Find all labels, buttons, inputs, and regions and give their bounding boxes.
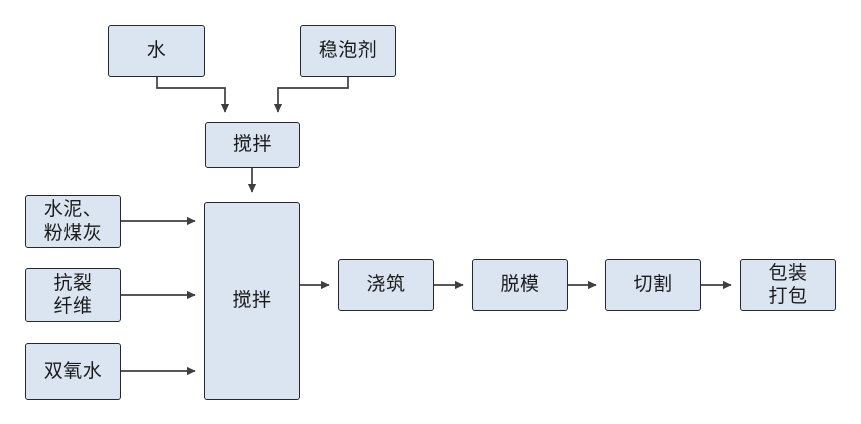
node-cutting[interactable]: 切割 — [605, 259, 701, 311]
node-mixing-first[interactable]: 搅拌 — [205, 122, 300, 168]
node-demolding[interactable]: 脱模 — [472, 259, 568, 311]
node-cement-flyash[interactable]: 水泥、 粉煤灰 — [25, 195, 121, 248]
node-water[interactable]: 水 — [108, 25, 205, 77]
edge-stabilizer-to-mix1 — [273, 77, 349, 113]
node-casting[interactable]: 浇筑 — [338, 259, 434, 311]
node-hydrogen-peroxide[interactable]: 双氧水 — [25, 343, 121, 400]
node-packaging[interactable]: 包装 打包 — [740, 259, 836, 311]
node-mixing-main[interactable]: 搅拌 — [204, 202, 300, 400]
node-anticrack-fiber[interactable]: 抗裂 纤维 — [25, 268, 121, 322]
edge-water-to-mix1 — [156, 77, 230, 113]
node-foam-stabilizer[interactable]: 稳泡剂 — [300, 25, 396, 77]
